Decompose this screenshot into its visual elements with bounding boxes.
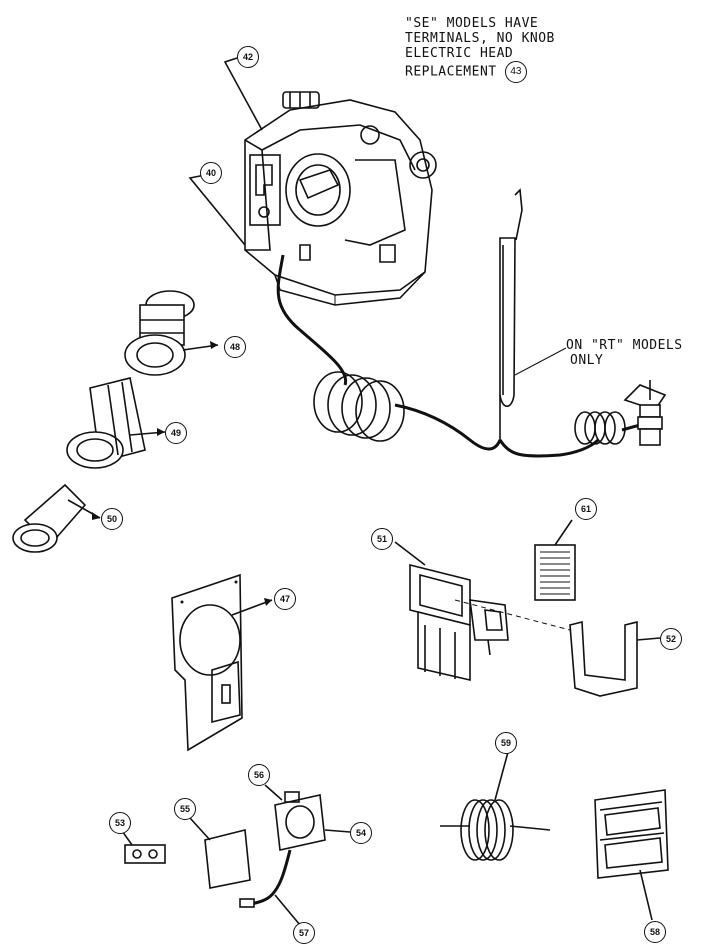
rt-note-line-2: ONLY bbox=[570, 353, 604, 368]
callout-43: 43 bbox=[504, 61, 527, 83]
part-61-label-plate bbox=[534, 519, 576, 601]
part-53-terminal-block bbox=[119, 827, 166, 864]
part-58-housing bbox=[594, 789, 669, 921]
rt-models-note: ON "RT" MODELS ONLY bbox=[566, 338, 683, 368]
callout-55: 55 bbox=[174, 798, 196, 820]
part-49-sleeve bbox=[66, 377, 166, 469]
part-48-nipple bbox=[124, 290, 219, 376]
gas-valve-body bbox=[244, 91, 437, 306]
callout-52: 52 bbox=[660, 628, 682, 650]
callout-49: 49 bbox=[165, 422, 187, 444]
se-note-line-1: "SE" MODELS HAVE bbox=[405, 16, 539, 31]
part-50-sleeve bbox=[12, 483, 101, 553]
callout-50: 50 bbox=[101, 508, 123, 530]
callout-53: 53 bbox=[109, 812, 131, 834]
callout-54: 54 bbox=[350, 822, 372, 844]
callout-56: 56 bbox=[248, 764, 270, 786]
callout-42: 42 bbox=[237, 46, 259, 68]
rt-note-line-1: ON "RT" MODELS bbox=[566, 338, 683, 353]
se-models-note: "SE" MODELS HAVE TERMINALS, NO KNOB ELEC… bbox=[405, 16, 555, 83]
thermocouple-wire bbox=[276, 254, 641, 458]
se-note-line-3: ELECTRIC HEAD bbox=[405, 46, 514, 61]
callout-61: 61 bbox=[575, 498, 597, 520]
callout-51: 51 bbox=[371, 528, 393, 550]
callout-48: 48 bbox=[224, 336, 246, 358]
se-note-line-2: TERMINALS, NO KNOB bbox=[405, 31, 555, 46]
callout-59: 59 bbox=[495, 732, 517, 754]
callout-57: 57 bbox=[293, 922, 315, 944]
callout-47: 47 bbox=[274, 588, 296, 610]
part-54-igniter bbox=[239, 784, 351, 926]
pilot-burner bbox=[623, 380, 667, 446]
part-55-cover bbox=[189, 817, 251, 889]
part-51-assembly bbox=[394, 541, 571, 682]
part-59-coil bbox=[440, 751, 551, 861]
callout-40: 40 bbox=[200, 162, 222, 184]
se-note-line-4: REPLACEMENT 43 bbox=[405, 61, 555, 83]
callout-58: 58 bbox=[644, 921, 666, 943]
part-47-plate bbox=[171, 573, 273, 752]
sensing-bulb bbox=[499, 188, 567, 440]
part-52-bracket bbox=[569, 620, 661, 697]
